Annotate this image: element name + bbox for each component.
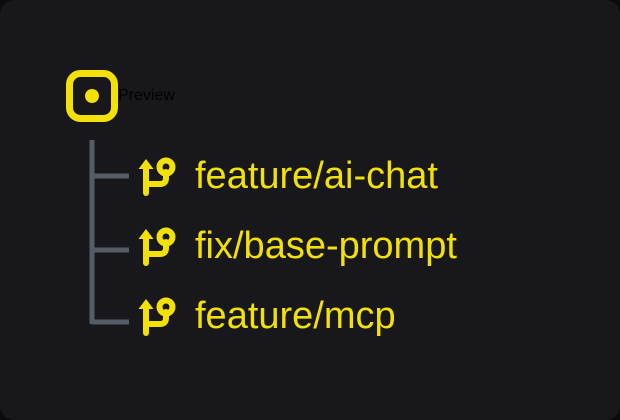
branch-label: fix/base-prompt (195, 225, 457, 267)
git-branch-icon (138, 297, 176, 336)
preview-square-dot-icon (66, 70, 118, 122)
git-branch-icon (138, 157, 176, 196)
git-branch-icon (138, 227, 176, 266)
branch-item[interactable]: feature/mcp (133, 292, 396, 340)
tree-root-label: Preview (118, 87, 175, 104)
branch-label: feature/mcp (195, 295, 396, 337)
branch-item[interactable]: feature/ai-chat (133, 152, 438, 200)
branch-item[interactable]: fix/base-prompt (133, 222, 457, 270)
tree-root-item[interactable]: Preview (66, 69, 175, 123)
branch-label: feature/ai-chat (195, 155, 438, 197)
